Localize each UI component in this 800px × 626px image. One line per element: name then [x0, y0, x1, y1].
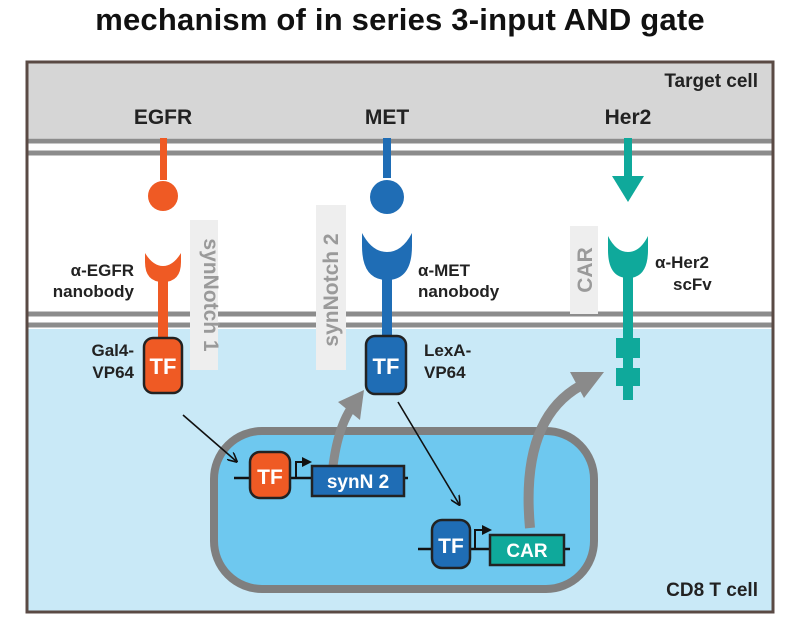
gal4-label: Gal4- — [91, 341, 134, 360]
target-cell-region — [27, 62, 773, 138]
figure-title: mechanism of in series 3-input AND gate — [95, 2, 705, 37]
synnotch1-label: synNotch 1 — [199, 238, 222, 352]
lexa-label: LexA- — [424, 341, 471, 360]
synnotch1-receptor — [142, 253, 184, 395]
alpha-egfr-sub: nanobody — [53, 282, 135, 301]
arrow-tf1-to-nucleus — [182, 414, 236, 461]
met-label: MET — [365, 106, 410, 129]
gal4-sub: VP64 — [92, 363, 134, 382]
alpha-met-label: α-MET — [418, 261, 471, 280]
alpha-met-sub: nanobody — [418, 282, 500, 301]
met-ligand — [370, 138, 404, 214]
tf-met: TF — [373, 354, 400, 379]
her2-ligand — [612, 138, 644, 202]
extracellular-space — [27, 160, 773, 310]
lexa-sub: VP64 — [424, 363, 466, 382]
arrow-tf2-to-nucleus — [397, 401, 459, 504]
her2-label: Her2 — [605, 106, 652, 129]
car-receptor — [608, 236, 648, 400]
synnotch2-label: synNotch 2 — [320, 233, 343, 346]
synnotch2-receptor — [362, 233, 412, 396]
egfr-ligand — [148, 138, 178, 211]
gene-construct-car — [418, 518, 570, 570]
alpha-her2-label: α-Her2 — [655, 253, 709, 272]
tf-gene2: TF — [438, 535, 464, 558]
gene-car-label: CAR — [506, 541, 547, 562]
egfr-label: EGFR — [134, 106, 192, 129]
arrow-car-expression — [523, 372, 604, 529]
alpha-egfr-label: α-EGFR — [71, 261, 134, 280]
target-cell-label: Target cell — [664, 71, 758, 92]
gene-synn2-label: synN 2 — [327, 472, 389, 493]
gene-construct-synn2 — [234, 450, 408, 500]
alpha-her2-sub: scFv — [673, 275, 712, 294]
frame — [25, 60, 775, 614]
t-cell-label: CD8 T cell — [666, 580, 758, 601]
tf-gene1: TF — [257, 466, 283, 489]
car-vertical-label: CAR — [574, 247, 597, 293]
tf-egfr: TF — [150, 354, 177, 379]
